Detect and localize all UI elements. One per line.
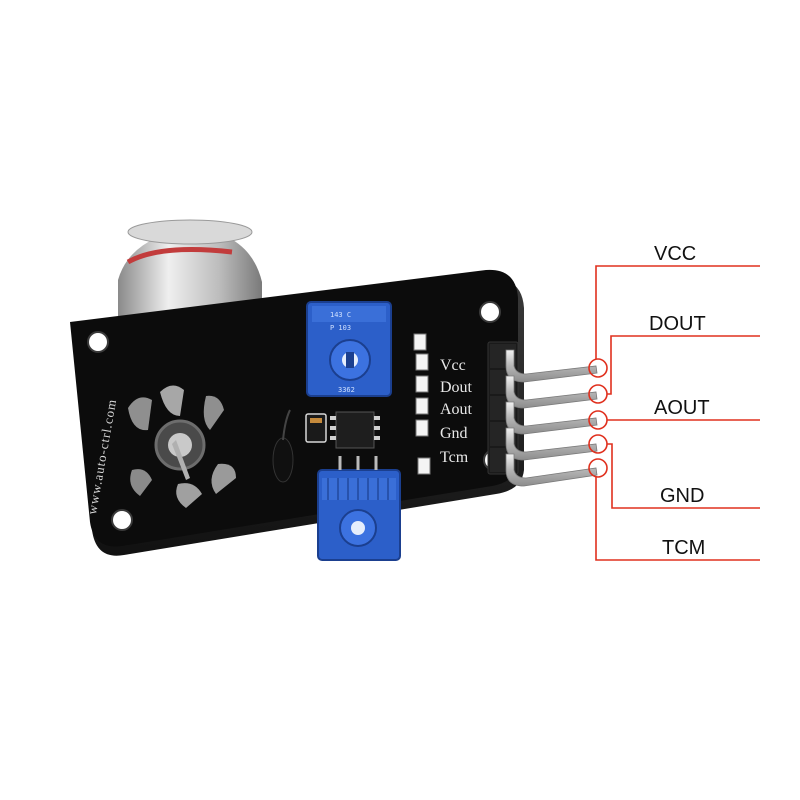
sensor-can	[118, 219, 262, 318]
pot-legs	[338, 456, 378, 470]
thermistor	[272, 409, 294, 483]
leader-tcm	[595, 477, 760, 561]
pin-label-gnd: GND	[660, 485, 704, 507]
potentiometer-bottom	[317, 469, 401, 561]
sensor-solder-pads	[128, 385, 236, 508]
pin-label-vcc: VCC	[654, 243, 696, 265]
ic-chip	[330, 411, 380, 449]
leader-gnd	[607, 443, 760, 509]
pot-marking-2: P 103	[330, 324, 351, 332]
leader-vcc	[595, 265, 760, 359]
callout-circle-vcc	[588, 358, 608, 378]
silk-vcc: Vcc	[440, 357, 466, 374]
pin-label-aout: AOUT	[654, 397, 710, 419]
header-pins	[505, 349, 598, 487]
pin-label-dout: DOUT	[649, 313, 706, 335]
silkscreen-labels: Vcc Dout Aout Gnd Tcm	[413, 333, 473, 475]
silk-tcm: Tcm	[440, 449, 469, 466]
potentiometer-top: 143 C P 103 3362	[306, 301, 392, 397]
pin-label-tcm: TCM	[662, 537, 705, 559]
callout-circle-gnd	[588, 434, 608, 454]
leader-dout	[607, 335, 760, 395]
callout-circle-tcm	[588, 458, 608, 478]
smd-resistor	[305, 413, 327, 443]
pot-code: 3362	[338, 386, 355, 394]
silk-gnd: Gnd	[440, 425, 468, 442]
pot-marking-1: 143 C	[330, 311, 351, 319]
silk-dout: Dout	[440, 379, 473, 396]
callout-lines	[588, 265, 760, 561]
silk-aout: Aout	[440, 401, 473, 418]
pin-labels: VCC DOUT AOUT GND TCM	[649, 243, 710, 559]
pcb-board	[70, 269, 518, 547]
